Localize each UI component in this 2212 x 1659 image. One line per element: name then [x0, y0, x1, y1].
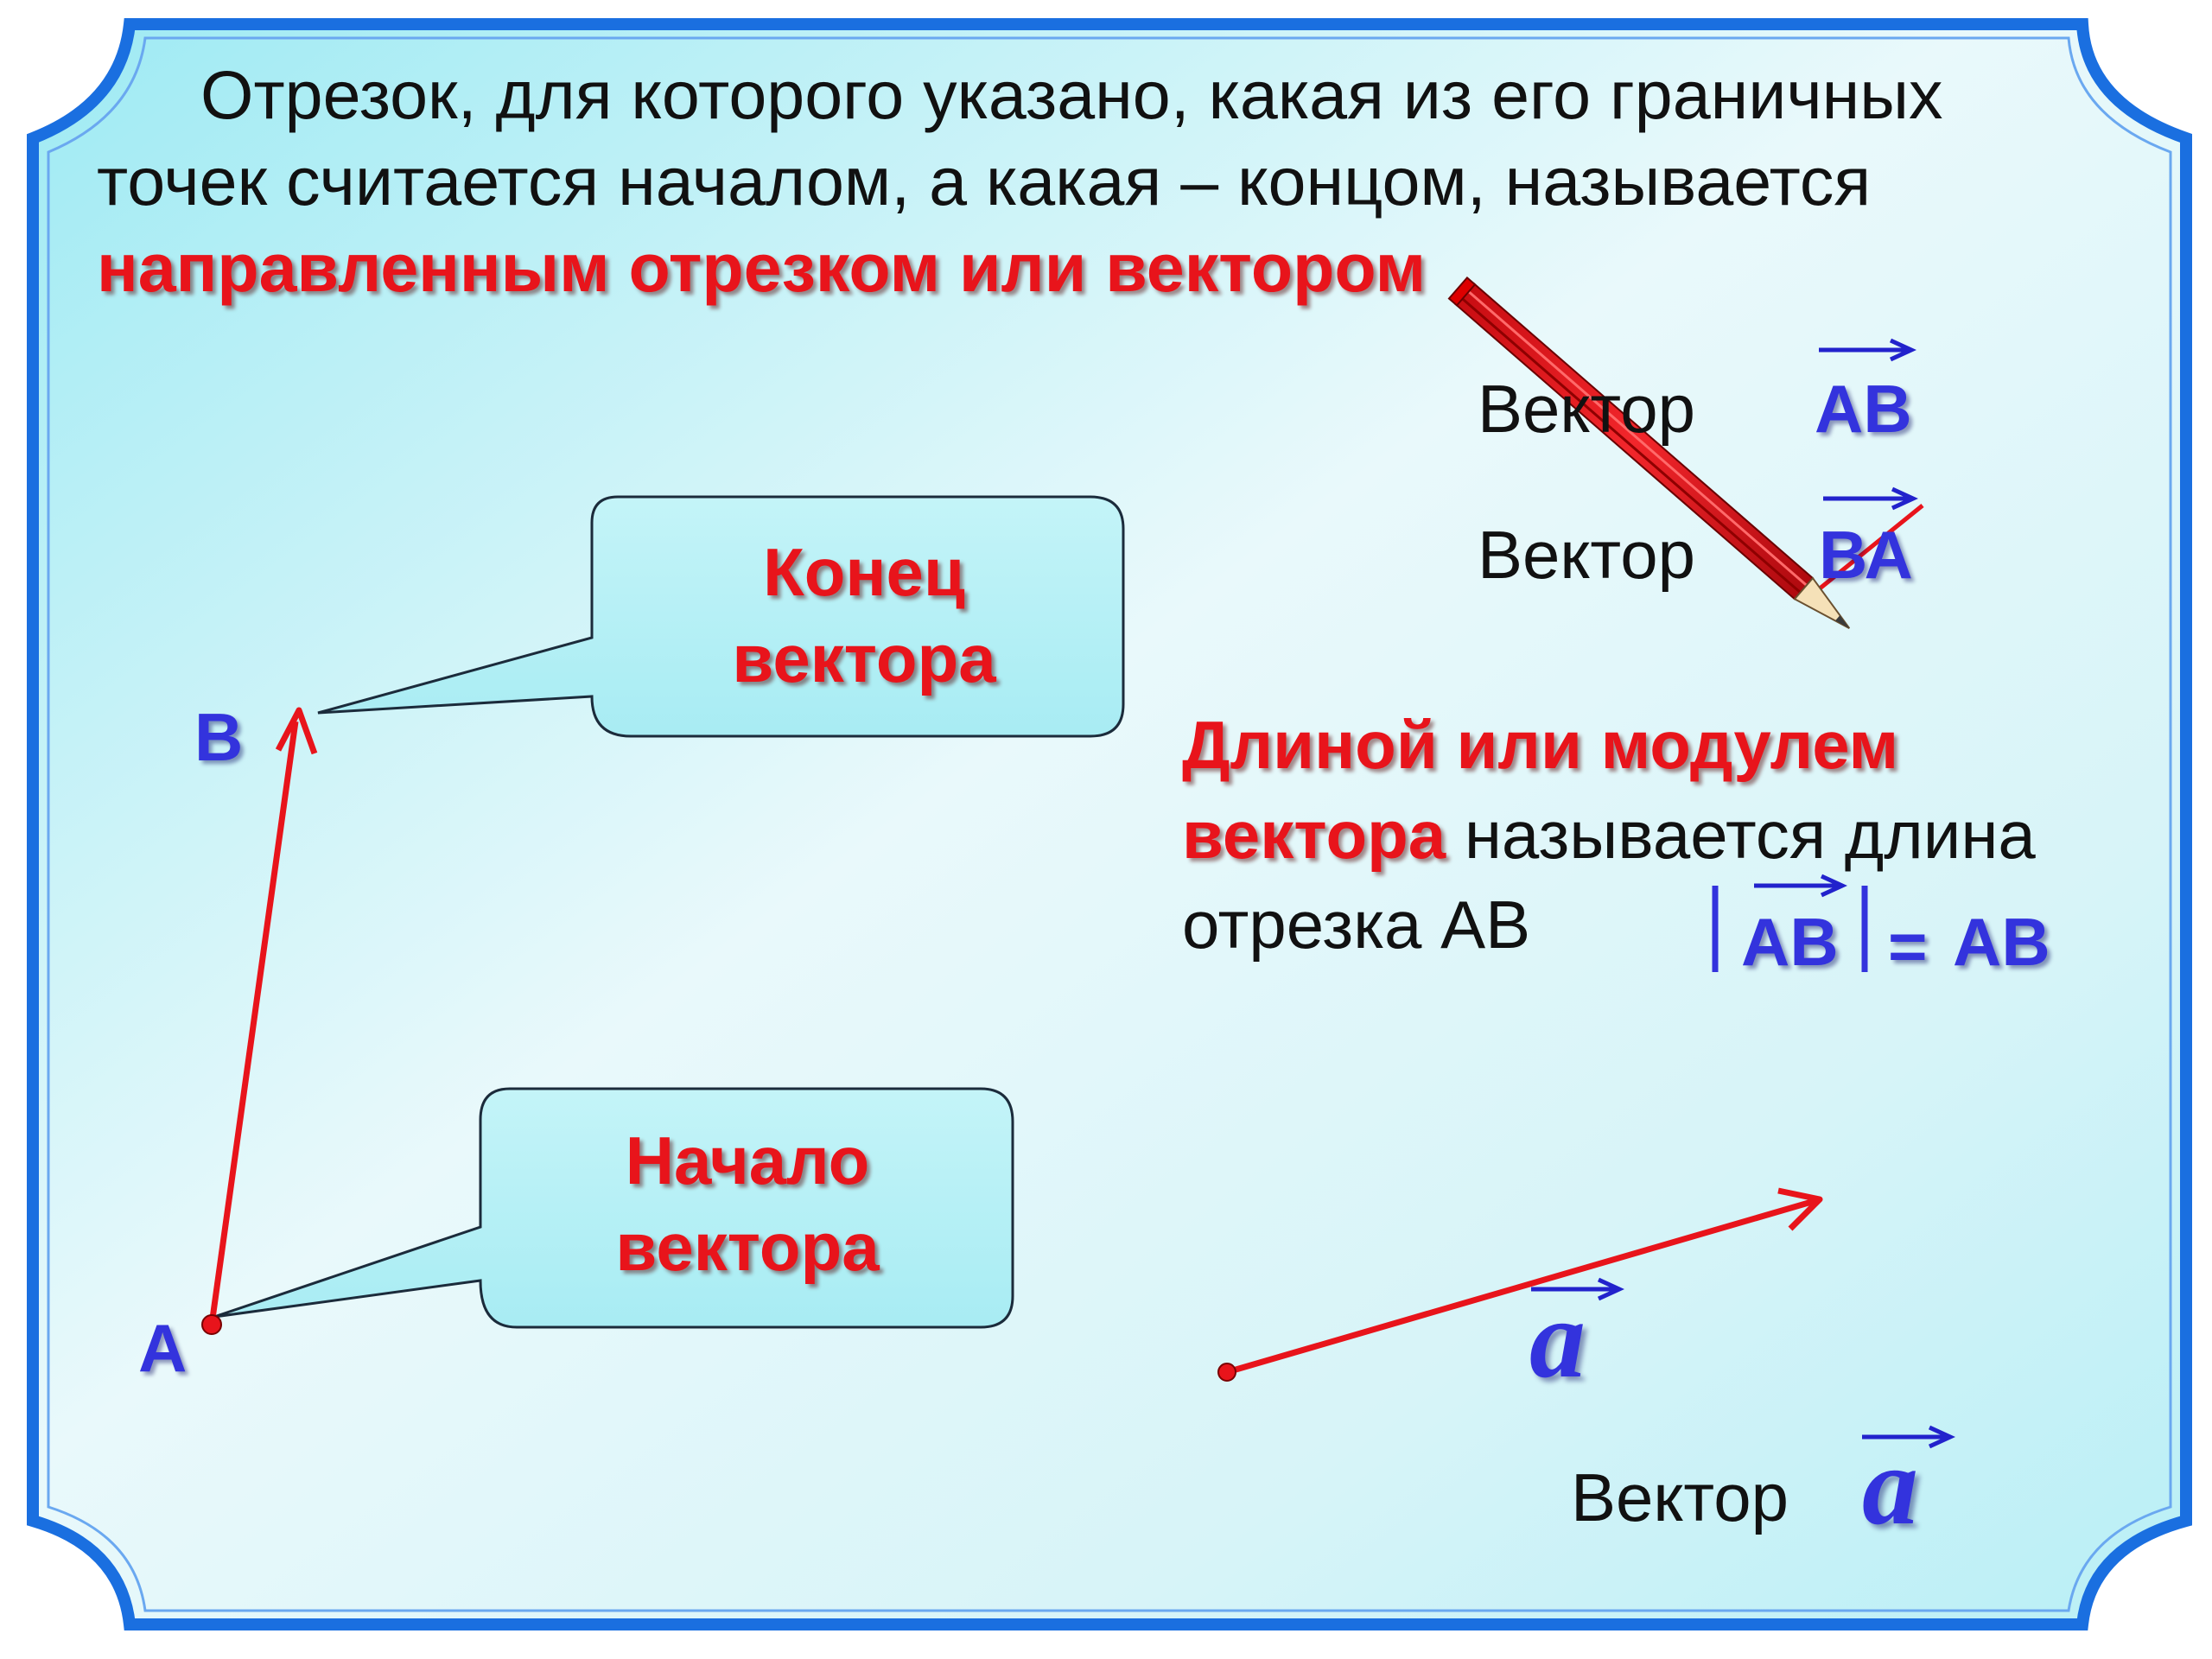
modulus-formula-inner: АВ — [1741, 904, 1839, 980]
ba-strike-line — [1808, 504, 1924, 598]
definition-term: направленным отрезком или вектором — [97, 229, 1427, 306]
modulus-formula-rhs: АВ — [1953, 904, 2050, 980]
vector-a-start-dot — [1217, 1363, 1236, 1382]
callout-end-label: Конец вектора — [605, 529, 1123, 702]
point-a-dot — [201, 1314, 222, 1335]
modulus-definition: Длиной или модулем вектора называется дл… — [1182, 700, 2176, 969]
slide-frame-inner — [47, 36, 2172, 1612]
vector-a-arrowhead — [1777, 1187, 1823, 1231]
callout-start-shape — [213, 1087, 1014, 1329]
callout-end-line1: Конец — [763, 534, 965, 610]
vector-ba-name: ВА — [1819, 517, 1913, 593]
callout-start-line1: Начало — [625, 1122, 870, 1198]
arrow-over-modulus-icon — [1754, 874, 1848, 898]
vector-ba-label: Вектор — [1478, 517, 1696, 593]
point-a-label: А — [138, 1310, 188, 1386]
vector-a-shaft — [1226, 1198, 1815, 1376]
vector-ab-label: Вектор — [1478, 371, 1696, 447]
modulus-formula-eq: = — [1888, 908, 1928, 984]
arrow-over-a-icon — [1531, 1277, 1625, 1301]
callout-end-line2: вектора — [732, 620, 996, 696]
vector-ab-shaft — [208, 721, 299, 1325]
callout-end-shape — [317, 495, 1125, 738]
modulus-rest: называется длина отрезка АВ — [1182, 797, 2036, 963]
arrow-over-ba-icon — [1823, 486, 1919, 511]
definition-main: Отрезок, для которого указано, какая из … — [97, 56, 1943, 219]
vector-ab-arrowhead — [275, 707, 318, 755]
definition-text: Отрезок, для которого указано, какая из … — [97, 52, 2110, 311]
arrow-over-ab-icon — [1819, 338, 1917, 362]
callout-start-line2: вектора — [615, 1209, 880, 1285]
vector-ab-name: АВ — [1815, 371, 1912, 447]
arrow-over-a-bottom-icon — [1862, 1425, 1956, 1449]
callout-start-label: Начало вектора — [488, 1117, 1007, 1290]
vector-a-bottom-name: a — [1862, 1424, 1918, 1548]
point-b-label: В — [194, 699, 244, 775]
modulus-term: Длиной или модулем вектора — [1182, 707, 1899, 873]
vector-a-name: a — [1529, 1277, 1586, 1402]
pencil-icon — [1447, 276, 1851, 629]
vector-a-label: Вектор — [1571, 1459, 1789, 1535]
